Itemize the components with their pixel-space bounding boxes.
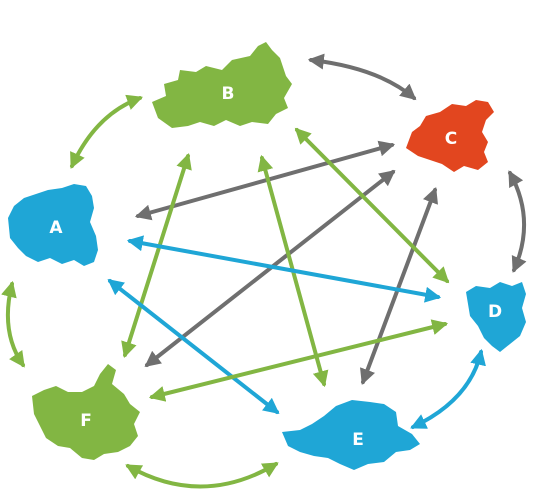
node-group: B C A D E F bbox=[8, 42, 526, 470]
node-f: F bbox=[32, 364, 140, 460]
node-e: E bbox=[282, 400, 420, 470]
node-label-c: C bbox=[445, 129, 457, 149]
node-label-d: D bbox=[488, 302, 502, 322]
edge-c-a bbox=[134, 140, 396, 221]
node-label-f: F bbox=[80, 411, 92, 431]
node-label-a: A bbox=[49, 218, 63, 238]
node-label-e: E bbox=[352, 430, 364, 450]
edge-b-c bbox=[307, 53, 417, 101]
region-d-shape bbox=[466, 282, 526, 352]
edge-group bbox=[1, 53, 527, 489]
region-e-shape bbox=[282, 400, 420, 470]
edge-c-f bbox=[144, 170, 396, 367]
edge-a-e bbox=[107, 279, 280, 414]
edge-c-d bbox=[508, 170, 527, 273]
edge-f-d bbox=[148, 319, 449, 402]
region-c-shape bbox=[406, 100, 494, 172]
edge-f-e bbox=[125, 462, 279, 489]
edge-a-f bbox=[1, 280, 25, 368]
node-c: C bbox=[406, 100, 494, 172]
region-f-shape bbox=[32, 364, 140, 460]
node-a: A bbox=[8, 184, 98, 266]
edge-a-b bbox=[70, 94, 144, 169]
node-label-b: B bbox=[222, 84, 235, 104]
node-b: B bbox=[152, 42, 292, 128]
region-b-shape bbox=[152, 42, 292, 128]
edge-b-f bbox=[121, 152, 192, 359]
region-a-shape bbox=[8, 184, 98, 266]
edge-e-d bbox=[410, 348, 486, 429]
node-d: D bbox=[466, 282, 526, 352]
edge-a-d bbox=[126, 235, 442, 303]
